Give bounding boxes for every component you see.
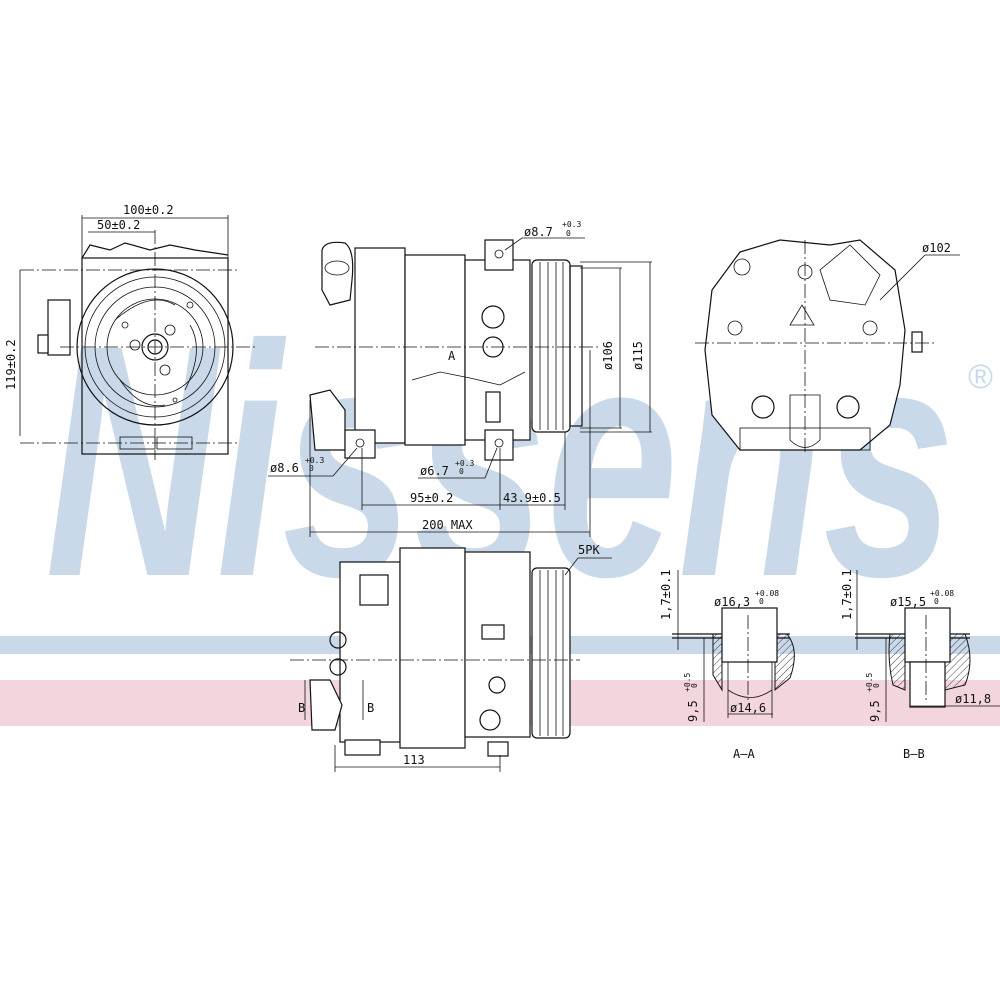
dim-half-width: 50±0.2 bbox=[97, 218, 140, 232]
bb-top-thickness: 1,7±0.1 bbox=[840, 569, 854, 620]
tol-upper: +0.3 bbox=[455, 459, 474, 468]
dim-113: 113 bbox=[403, 753, 425, 767]
bb-title: B–B bbox=[903, 747, 925, 761]
tol-upper: +0.08 bbox=[755, 589, 779, 598]
belt-type: 5PK bbox=[578, 543, 600, 557]
bb-inner: ø11,8 bbox=[955, 692, 991, 706]
dim-hole-bottom: ø6.7 bbox=[420, 464, 449, 478]
aa-title: A–A bbox=[733, 747, 755, 761]
bottom-view: B B 5PK 113 bbox=[290, 543, 612, 772]
dim-overall: 200 MAX bbox=[422, 518, 473, 532]
dim-height: 119±0.2 bbox=[4, 339, 18, 390]
bb-depth: 9,5 bbox=[868, 700, 882, 722]
dim-width: 100±0.2 bbox=[123, 203, 174, 217]
section-mark-b-left: B bbox=[298, 701, 305, 715]
dim-rear-dia: ø102 bbox=[922, 241, 951, 255]
section-mark-b-right: B bbox=[367, 701, 374, 715]
dim-95: 95±0.2 bbox=[410, 491, 453, 505]
side-view: ø106 ø115 A ø8.7 +0.3 0 ø8.6 +0.3 0 ø6.7… bbox=[268, 220, 652, 537]
registered-mark: ® bbox=[968, 358, 993, 396]
tol-lower: 0 bbox=[759, 597, 764, 606]
tol-upper: +0.5 bbox=[865, 673, 874, 692]
dim-hole-top: ø8.7 bbox=[524, 225, 553, 239]
tol-upper: +0.5 bbox=[683, 673, 692, 692]
dim-hole-left: ø8.6 bbox=[270, 461, 299, 475]
aa-bore: ø16,3 bbox=[714, 595, 750, 609]
dim-dia-106: ø106 bbox=[601, 341, 615, 370]
dim-dia-115: ø115 bbox=[631, 341, 645, 370]
tol-lower: 0 bbox=[934, 597, 939, 606]
tol-lower: 0 bbox=[690, 683, 699, 688]
section-b-b: ø15,5 +0.08 0 1,7±0.1 9,5 +0.5 0 ø11,8 B… bbox=[840, 569, 1000, 761]
tol-upper: +0.08 bbox=[930, 589, 954, 598]
tol-lower: 0 bbox=[566, 229, 571, 238]
aa-inner: ø14,6 bbox=[730, 701, 766, 715]
dim-43-9: 43.9±0.5 bbox=[503, 491, 561, 505]
section-a-a: ø16,3 +0.08 0 1,7±0.1 9,5 +0.5 0 ø14,6 A… bbox=[659, 569, 795, 761]
tol-lower: 0 bbox=[872, 683, 881, 688]
tol-lower: 0 bbox=[309, 464, 314, 473]
rear-view: ø102 bbox=[695, 239, 960, 455]
tol-upper: +0.3 bbox=[305, 456, 324, 465]
front-view: 100±0.2 50±0.2 119±0.2 bbox=[4, 203, 255, 460]
aa-depth: 9,5 bbox=[686, 700, 700, 722]
section-mark-a: A bbox=[448, 349, 456, 363]
tol-lower: 0 bbox=[459, 467, 464, 476]
bb-bore: ø15,5 bbox=[890, 595, 926, 609]
aa-top-thickness: 1,7±0.1 bbox=[659, 569, 673, 620]
tol-upper: +0.3 bbox=[562, 220, 581, 229]
